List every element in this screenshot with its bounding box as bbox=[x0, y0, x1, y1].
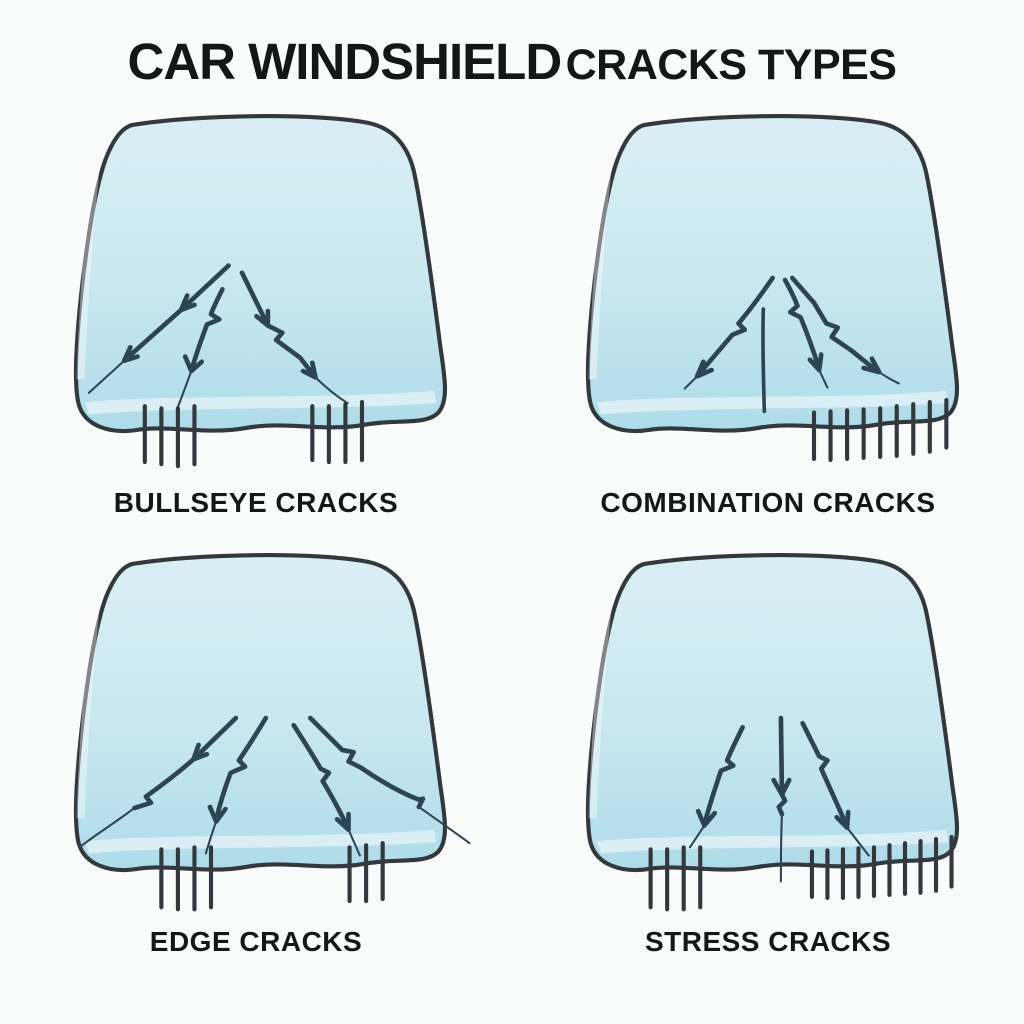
glass-bottom-highlight bbox=[596, 390, 948, 415]
page-title-sub: CRACKS TYPES bbox=[565, 41, 897, 89]
label-stress-cracks: STRESS CRACKS bbox=[644, 926, 892, 958]
edge-tick-marks bbox=[811, 398, 948, 463]
label-bullseye-cracks: BULLSEYE CRACKS bbox=[113, 487, 399, 519]
stress-crack-lines bbox=[688, 715, 870, 883]
panel-bullseye: BULLSEYE CRACKS bbox=[29, 102, 484, 519]
windshield-glass bbox=[588, 555, 957, 870]
windshield-stress-illustration bbox=[541, 541, 996, 912]
glass-left-highlight bbox=[76, 168, 99, 380]
label-combination-cracks: COMBINATION CRACKS bbox=[600, 487, 936, 519]
windshield-glass bbox=[588, 116, 957, 431]
windshield-edge-illustration bbox=[29, 541, 471, 912]
panel-combination: COMBINATION CRACKS bbox=[541, 102, 996, 519]
edge-tick-marks bbox=[158, 841, 385, 912]
glass-bottom-highlight bbox=[84, 829, 436, 854]
page-title-main: CAR WINDSHIELD bbox=[127, 33, 563, 90]
glass-left-highlight bbox=[76, 607, 99, 819]
edge-tick-marks bbox=[142, 400, 364, 469]
combination-crack-lines bbox=[683, 275, 900, 414]
glass-bottom-highlight bbox=[84, 390, 436, 415]
glass-left-highlight bbox=[588, 168, 611, 380]
windshield-glass bbox=[76, 555, 445, 870]
panels-grid: BULLSEYE CRACKS bbox=[0, 102, 1024, 958]
edge-crack-lines bbox=[78, 715, 471, 857]
windshield-bullseye-illustration bbox=[29, 102, 484, 469]
page-title: CAR WINDSHIELD CRACKS TYPES bbox=[0, 33, 1024, 90]
panel-edge: EDGE CRACKS bbox=[29, 541, 484, 958]
panel-stress: STRESS CRACKS bbox=[541, 541, 996, 958]
bullseye-crack-lines bbox=[87, 263, 349, 411]
label-edge-cracks: EDGE CRACKS bbox=[149, 926, 363, 958]
edge-tick-marks bbox=[648, 834, 954, 912]
windshield-combination-illustration bbox=[541, 102, 996, 463]
glass-left-highlight bbox=[588, 607, 611, 819]
windshield-glass bbox=[76, 116, 445, 431]
